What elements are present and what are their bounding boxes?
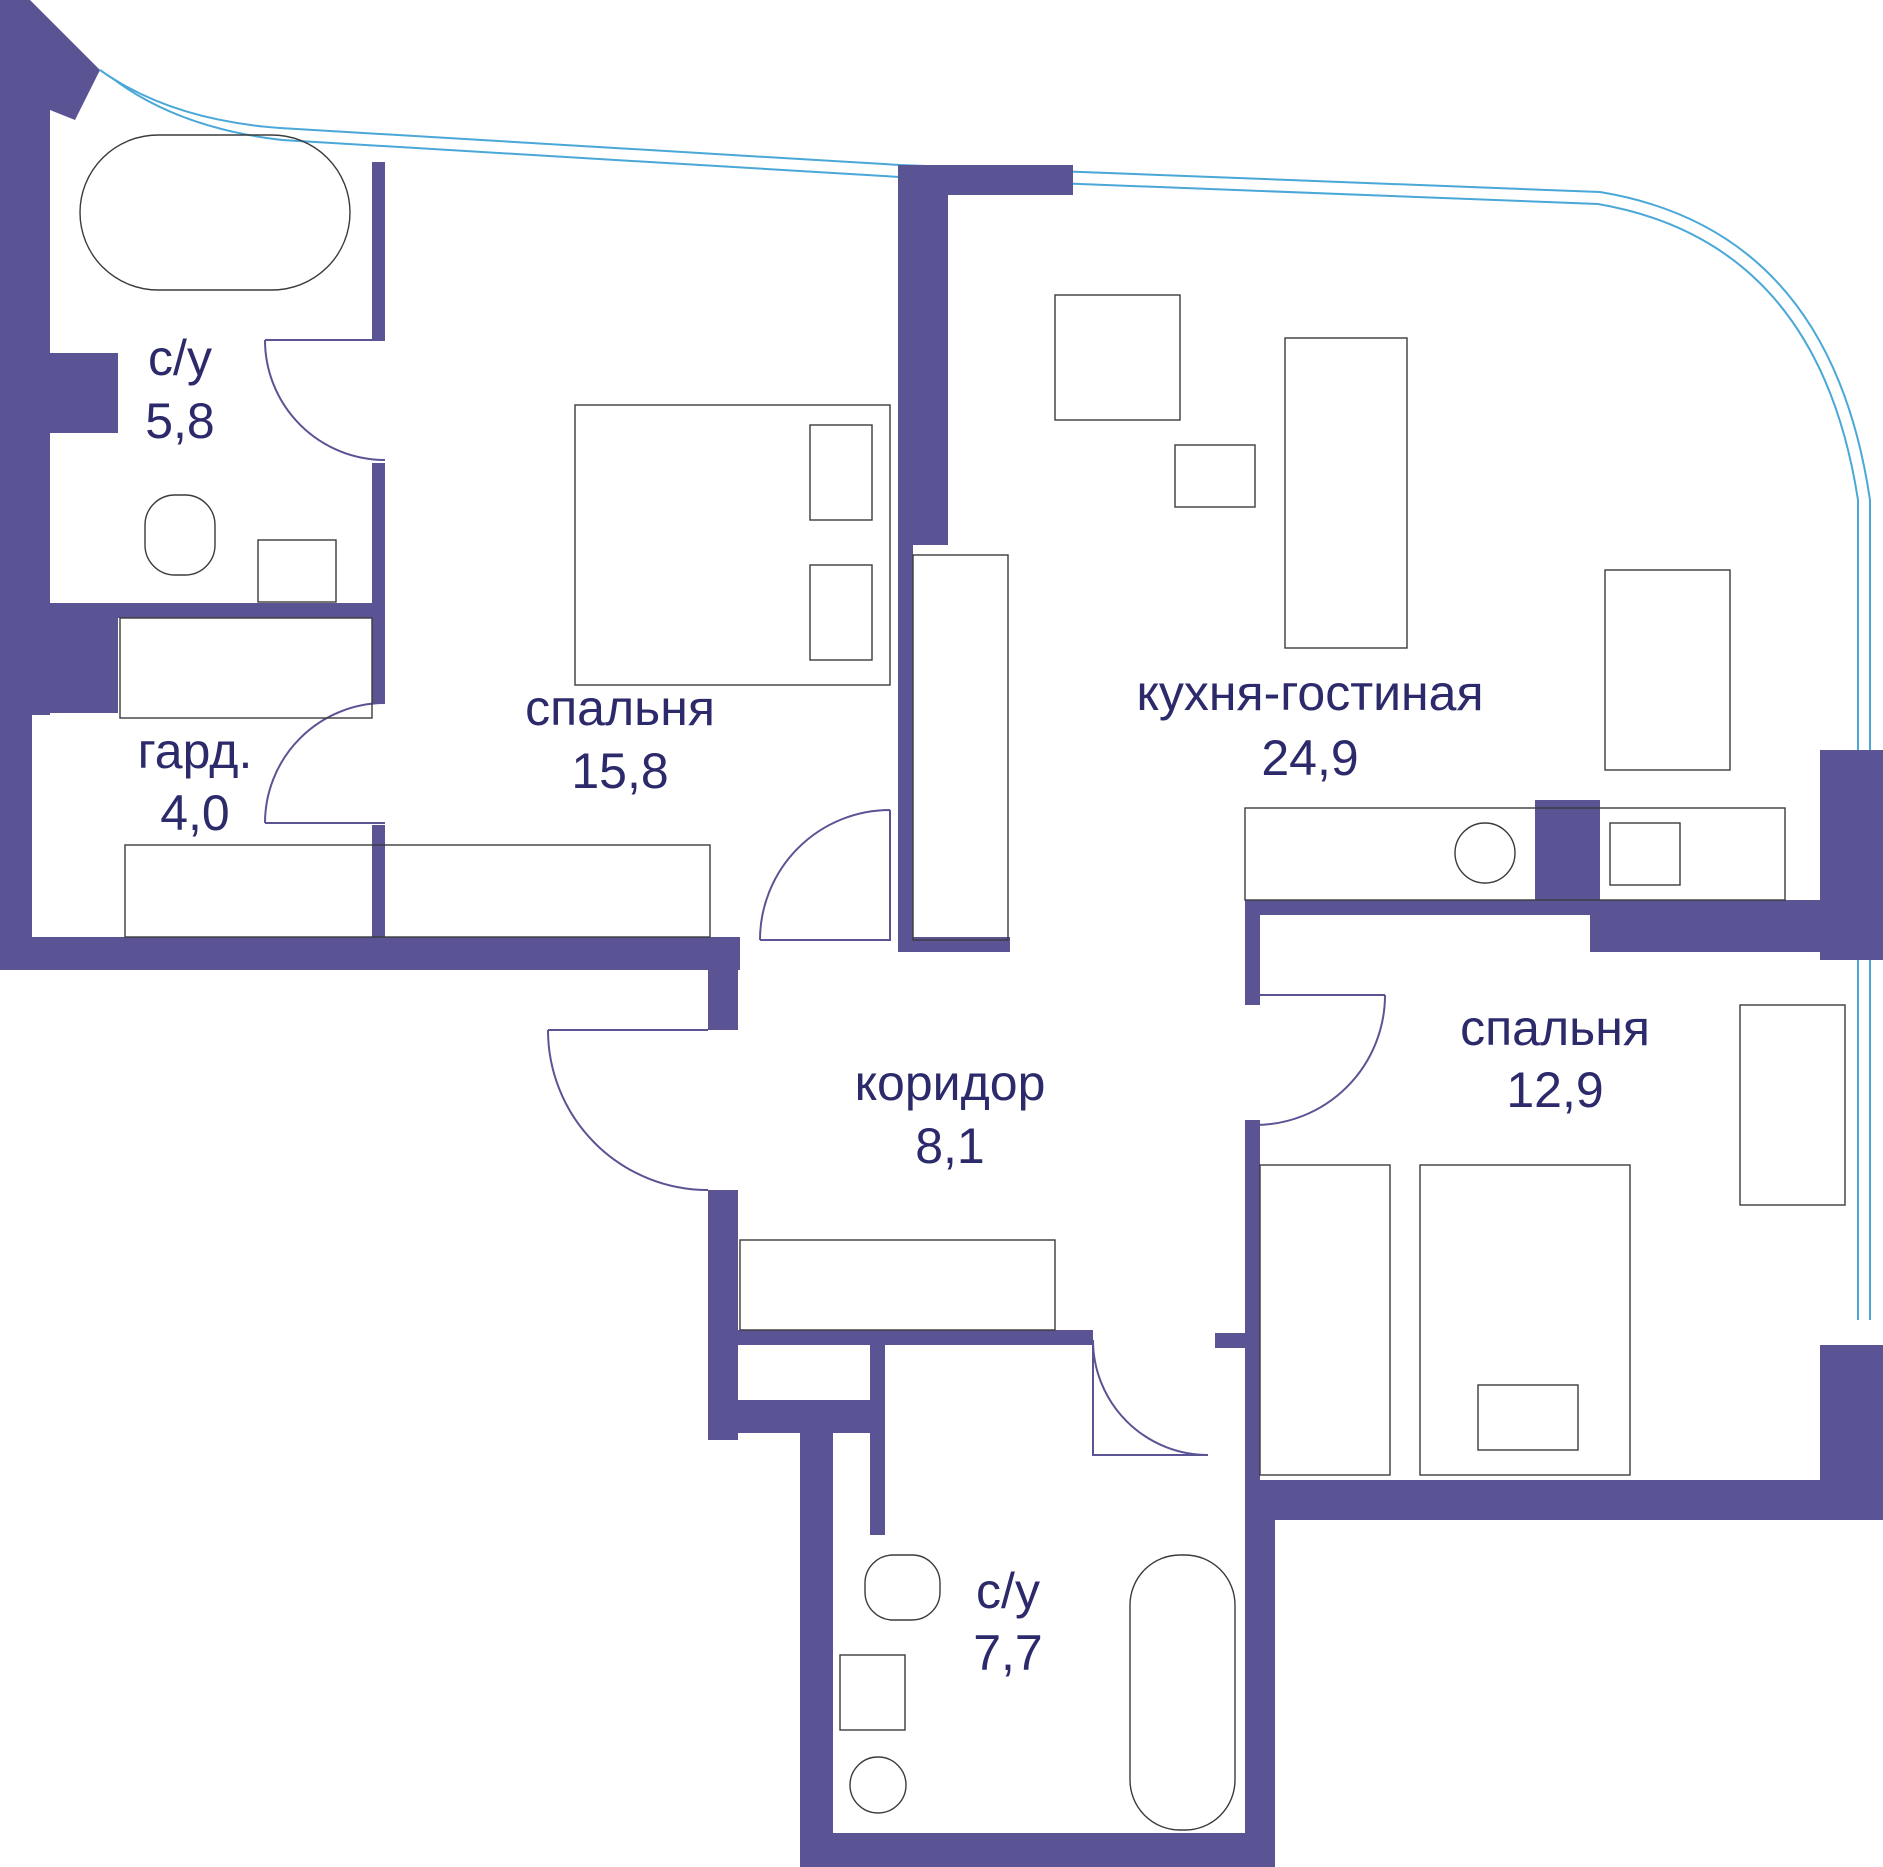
- wall-corridor-bottom: [708, 1330, 1093, 1345]
- wardrobe-shelf: [119, 617, 373, 719]
- room-bedroom2-area: 12,9: [1506, 1062, 1603, 1118]
- wall-bed2-bottom: [1245, 1480, 1883, 1520]
- wall-corr-right-stub: [1215, 1333, 1245, 1348]
- wall-bottom-left: [0, 937, 740, 970]
- wall-shaft-1: [50, 353, 118, 433]
- door-wardrobe: [264, 702, 386, 824]
- room-bath1-area: 5,8: [145, 393, 215, 449]
- furniture: [79, 134, 1846, 1831]
- kitchen-sink: [1609, 822, 1681, 886]
- bed-2: [1419, 1164, 1631, 1476]
- wall-kitchen-right-low: [1590, 900, 1883, 952]
- wall-bath1-right-mid: [372, 463, 385, 703]
- room-bedroom1-name: спальня: [525, 680, 715, 736]
- corridor-shelf: [739, 1239, 1056, 1331]
- kitchen-counter: [1244, 807, 1786, 901]
- wall-bed1-right: [898, 545, 913, 950]
- dining-table: [1604, 569, 1731, 771]
- room-corridor-name: коридор: [855, 1055, 1046, 1111]
- room-bedroom2-name: спальня: [1460, 1000, 1650, 1056]
- bed-1-pillow-1: [809, 424, 873, 521]
- door-bath2: [1092, 1339, 1209, 1456]
- room-bedroom1-area: 15,8: [571, 743, 668, 799]
- wall-wardrobe-right: [372, 825, 385, 940]
- door-bedroom2: [1254, 994, 1386, 1126]
- room-bath2-name: с/у: [976, 1563, 1040, 1619]
- door-bath1: [264, 339, 386, 461]
- wardrobe-shelf-2: [124, 844, 711, 938]
- wall-kitchen-shaft: [1535, 800, 1600, 915]
- wall-bath2-right: [1245, 1505, 1275, 1867]
- wardrobe-bedroom2: [1259, 1164, 1391, 1476]
- stove: [1454, 822, 1516, 884]
- bed-2-pillow: [1477, 1384, 1579, 1451]
- room-kitchen-living-name: кухня-гостиная: [1136, 665, 1483, 721]
- door-bedroom1: [759, 809, 891, 941]
- room-labels: с/у 5,8 гард. 4,0 спальня 15,8 кухня-гос…: [138, 330, 1650, 1681]
- wall-kitchen-counter-base: [1245, 900, 1585, 915]
- room-wardrobe-name: гард.: [138, 723, 253, 779]
- wall-corridor-left-top: [708, 940, 738, 1030]
- bed-1: [574, 404, 891, 686]
- wall-bath2-top: [708, 1400, 873, 1433]
- room-bath1-name: с/у: [148, 330, 212, 386]
- toilet-2: [864, 1554, 941, 1621]
- wall-bath1-right-top: [372, 162, 385, 340]
- wall-shaft-2: [50, 618, 118, 713]
- wall-column: [898, 195, 948, 545]
- doors: [264, 339, 1386, 1456]
- wall-top-mid: [898, 165, 1073, 195]
- wall-bath2-inner: [870, 1345, 885, 1535]
- wall-bed2-left: [1245, 1120, 1260, 1520]
- wall-bath2-left: [800, 1400, 833, 1867]
- bed-1-pillow-2: [809, 564, 873, 661]
- toilet-1: [144, 494, 216, 576]
- room-bath2-area: 7,7: [973, 1625, 1043, 1681]
- wall-corridor-left-low: [708, 1190, 738, 1440]
- armchair: [1054, 294, 1181, 421]
- bathtub-oval: [79, 134, 351, 291]
- room-corridor-area: 8,1: [915, 1118, 985, 1174]
- wall-corr-right-top: [1245, 915, 1260, 1005]
- room-kitchen-living-area: 24,9: [1261, 730, 1358, 786]
- bathtub-2: [1129, 1554, 1236, 1831]
- wardrobe-bedroom1: [912, 554, 1009, 941]
- sink-1: [257, 539, 337, 603]
- wall-bed2-right-low: [1820, 1345, 1883, 1520]
- coffee-table: [1174, 444, 1256, 508]
- desk: [1739, 1004, 1846, 1206]
- facade-glazing: [99, 69, 1871, 1320]
- door-entrance: [547, 1029, 709, 1191]
- wall-left-lower: [0, 715, 32, 940]
- sink-2: [839, 1654, 906, 1731]
- wall-bath1-bottom: [50, 603, 385, 618]
- sofa: [1284, 337, 1408, 649]
- wall-kitchen-bottom: [898, 937, 1010, 952]
- room-wardrobe-area: 4,0: [160, 785, 230, 841]
- wall-bath2-bottom: [800, 1833, 1275, 1867]
- washing-machine: [849, 1756, 907, 1814]
